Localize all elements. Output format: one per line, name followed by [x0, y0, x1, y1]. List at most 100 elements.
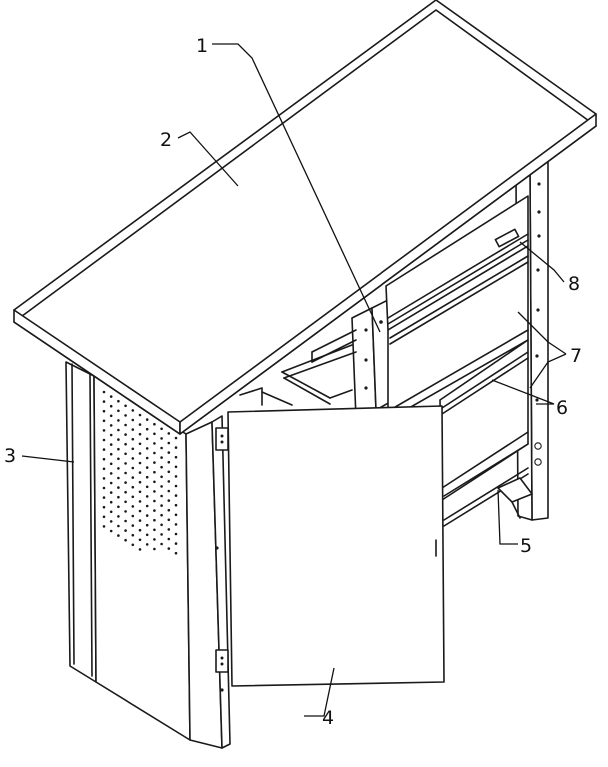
- perforation-hole: [174, 532, 178, 536]
- perforation-hole: [131, 476, 135, 479]
- perforation-hole: [167, 460, 171, 464]
- perforation-hole: [145, 504, 149, 508]
- perforation-hole: [160, 475, 163, 479]
- perforation-hole: [109, 443, 113, 446]
- perforation-hole: [167, 489, 171, 493]
- perforation-hole: [109, 433, 113, 437]
- perforation-hole: [124, 442, 127, 446]
- perforation-hole: [174, 542, 178, 545]
- perforation-hole: [167, 508, 171, 512]
- perforation-hole: [102, 496, 106, 499]
- perforation-hole: [109, 395, 113, 398]
- perforation-hole: [124, 471, 127, 475]
- perforation-hole: [124, 423, 127, 427]
- perforation-hole: [160, 533, 163, 536]
- perforation-hole: [124, 538, 127, 542]
- perforation-hole: [131, 524, 135, 527]
- perforation-hole: [138, 490, 142, 494]
- front-left-post: [185, 415, 231, 749]
- perforation-hole: [124, 433, 127, 436]
- perforation-hole: [138, 413, 142, 417]
- perforation-hole: [138, 452, 142, 455]
- perforation-hole: [153, 490, 156, 493]
- perforation-hole: [138, 423, 142, 426]
- perforation-hole: [131, 543, 135, 547]
- perforation-hole: [145, 427, 149, 431]
- perforation-hole: [145, 514, 149, 517]
- perforation-hole: [160, 494, 163, 498]
- perforation-hole: [160, 427, 163, 431]
- perforation-hole: [145, 485, 149, 489]
- perforation-hole: [124, 529, 127, 532]
- perforation-hole: [153, 432, 156, 436]
- perforation-hole: [174, 446, 178, 449]
- perforation-hole: [131, 428, 135, 431]
- perforation-hole: [167, 480, 171, 483]
- perforation-hole: [138, 461, 142, 465]
- perforation-hole: [124, 500, 127, 504]
- perforation-hole: [102, 429, 106, 432]
- perforation-hole: [153, 422, 156, 426]
- perforation-hole: [109, 452, 113, 456]
- perforation-hole: [102, 409, 106, 413]
- perforation-hole: [138, 480, 142, 484]
- perforation-hole: [131, 447, 135, 451]
- drawer-middle: [387, 245, 529, 421]
- perforation-hole: [174, 465, 178, 469]
- perforation-hole: [167, 441, 171, 445]
- perforation-hole: [153, 470, 156, 474]
- perforation-hole: [117, 515, 120, 518]
- perforation-hole: [102, 457, 106, 461]
- perforation-hole: [124, 481, 127, 484]
- reference-numeral-5: 5: [520, 535, 532, 557]
- reference-numeral-1: 1: [196, 35, 208, 57]
- perforation-hole: [117, 419, 120, 422]
- perforation-hole: [138, 432, 142, 436]
- perforation-hole: [131, 418, 135, 422]
- perforation-hole: [160, 513, 163, 517]
- perforation-hole: [174, 503, 178, 507]
- perforation-hole: [167, 499, 171, 502]
- perforation-hole: [109, 520, 113, 523]
- table-top: [13, 0, 597, 435]
- perforation-hole: [138, 442, 142, 446]
- perforation-hole: [167, 537, 171, 541]
- perforation-hole: [174, 484, 178, 488]
- perforation-hole: [153, 518, 156, 522]
- perforation-hole: [145, 495, 149, 498]
- perforation-hole: [109, 481, 113, 485]
- perforation-hole: [102, 467, 106, 471]
- reference-numeral-7: 7: [570, 345, 582, 367]
- perforation-hole: [117, 399, 120, 403]
- perforation-hole: [124, 462, 127, 465]
- reference-numeral-8: 8: [568, 273, 580, 295]
- perforation-hole: [109, 510, 113, 514]
- perforation-hole: [131, 457, 135, 460]
- perforation-hole: [145, 437, 149, 441]
- perforation-hole: [153, 509, 156, 512]
- perforation-hole: [117, 457, 120, 461]
- perforation-hole: [160, 523, 163, 527]
- perforation-hole: [138, 538, 142, 542]
- perforation-hole: [174, 523, 178, 526]
- perforation-hole: [167, 518, 171, 522]
- perforation-hole: [131, 485, 135, 489]
- perforation-pattern: [102, 390, 178, 555]
- perforation-hole: [174, 551, 178, 555]
- perforation-hole: [117, 447, 120, 451]
- perforation-hole: [145, 475, 149, 479]
- perforation-hole: [117, 524, 120, 528]
- perforation-hole: [145, 418, 149, 421]
- perforation-hole: [102, 505, 106, 509]
- perforation-hole: [109, 462, 113, 466]
- leader-lines: [21, 43, 567, 717]
- reference-numeral-2: 2: [160, 129, 172, 151]
- perforation-hole: [145, 533, 149, 537]
- perforation-hole: [117, 505, 120, 509]
- perforation-hole: [174, 513, 178, 517]
- perforation-hole: [174, 436, 178, 440]
- perforation-hole: [153, 480, 156, 484]
- perforation-hole: [167, 432, 171, 435]
- perforation-hole: [109, 529, 113, 533]
